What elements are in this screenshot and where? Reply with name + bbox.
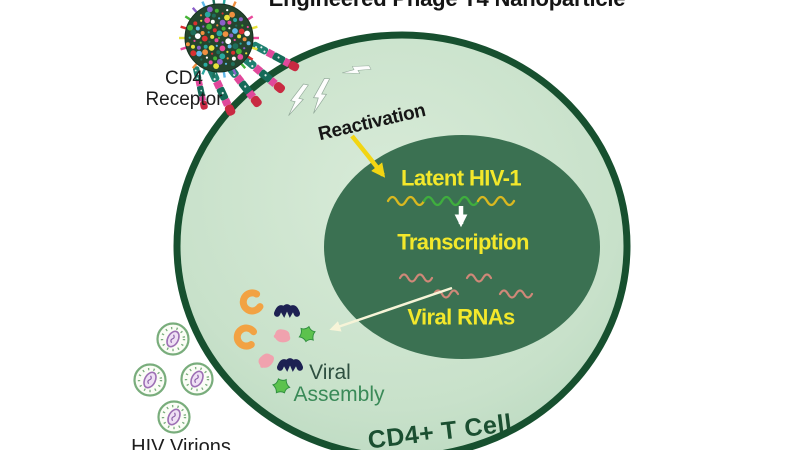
- cd4-receptor-label: CD4 Receptor: [145, 68, 223, 111]
- viral-assembly-label-line2: Assembly: [293, 382, 385, 406]
- viral-protein-icons: [233, 289, 316, 394]
- orange-crescent-icon: [233, 324, 258, 350]
- navy-wave-icon: [276, 358, 304, 372]
- rna-icon: [398, 273, 534, 299]
- diagram-title: Engineered Phage T4 Nanoparticle: [269, 0, 626, 10]
- hiv-virions-label: HIV Virions: [131, 436, 231, 450]
- green-blob-icon: [298, 325, 316, 343]
- latent-hiv-label: Latent HIV-1: [401, 165, 522, 191]
- green-blob-icon: [271, 378, 291, 394]
- pink-blob-icon: [258, 353, 274, 368]
- viral-rnas-label: Viral RNAs: [407, 304, 515, 330]
- cd4-receptor-label-line1: CD4: [164, 68, 204, 89]
- cd4-receptor-label-line2: Receptor: [145, 88, 223, 110]
- dna-icon: [386, 195, 516, 207]
- transcription-label: Transcription: [397, 229, 529, 255]
- assembly-arrow: [329, 286, 453, 332]
- nucleus: [324, 135, 600, 359]
- reactivation-arrow: [350, 134, 386, 178]
- viral-assembly-label-line1: Viral: [309, 360, 351, 384]
- pink-blob-icon: [273, 329, 291, 343]
- phage-nanoparticle-icon: [179, 0, 301, 117]
- navy-wave-icon: [273, 304, 301, 318]
- orange-crescent-icon: [239, 289, 264, 315]
